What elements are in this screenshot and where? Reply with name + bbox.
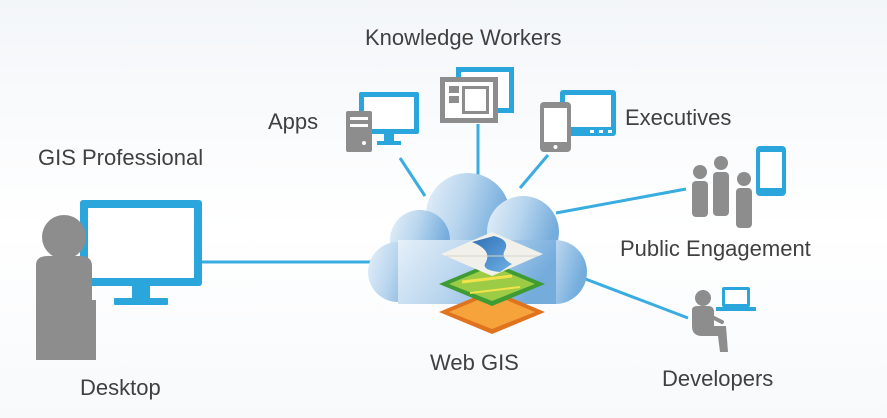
label-web-gis: Web GIS <box>430 350 519 375</box>
phone-and-tablet-icon <box>540 90 616 152</box>
connector-apps <box>398 157 427 197</box>
group-of-people-with-phone-icon <box>692 146 786 228</box>
person-at-monitor-icon <box>36 200 202 360</box>
connector-lines <box>200 124 689 320</box>
label-desktop: Desktop <box>80 375 161 400</box>
label-developers: Developers <box>662 366 774 391</box>
label-knowledge-workers: Knowledge Workers <box>365 25 562 50</box>
person-at-laptop-icon <box>692 287 756 352</box>
stacked-screens-icon <box>440 67 514 123</box>
label-apps: Apps <box>268 109 319 134</box>
label-gis-professional: GIS Professional <box>38 145 204 170</box>
connector-developers <box>574 273 689 320</box>
map-layers-icon <box>439 232 545 334</box>
connector-public-engagement <box>555 187 687 215</box>
label-public-engagement: Public Engagement <box>620 236 811 261</box>
server-and-monitor-icon <box>346 92 419 152</box>
label-executives: Executives <box>625 105 732 130</box>
connector-executives <box>518 154 550 189</box>
